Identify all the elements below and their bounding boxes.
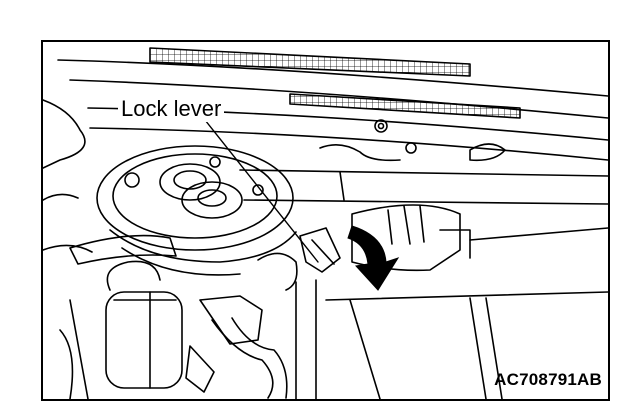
strut-bar [239, 169, 608, 205]
battery-box [325, 204, 608, 399]
lock-lever [299, 227, 341, 273]
fender-edge [43, 99, 93, 253]
figure-code: AC708791AB [494, 370, 602, 389]
strut-tower [96, 145, 297, 276]
leader-line [204, 119, 319, 263]
rotation-arrow [347, 225, 400, 291]
engine-components [59, 234, 317, 399]
lock-lever-label: Lock lever [118, 96, 225, 122]
cowl-panel [57, 47, 608, 162]
